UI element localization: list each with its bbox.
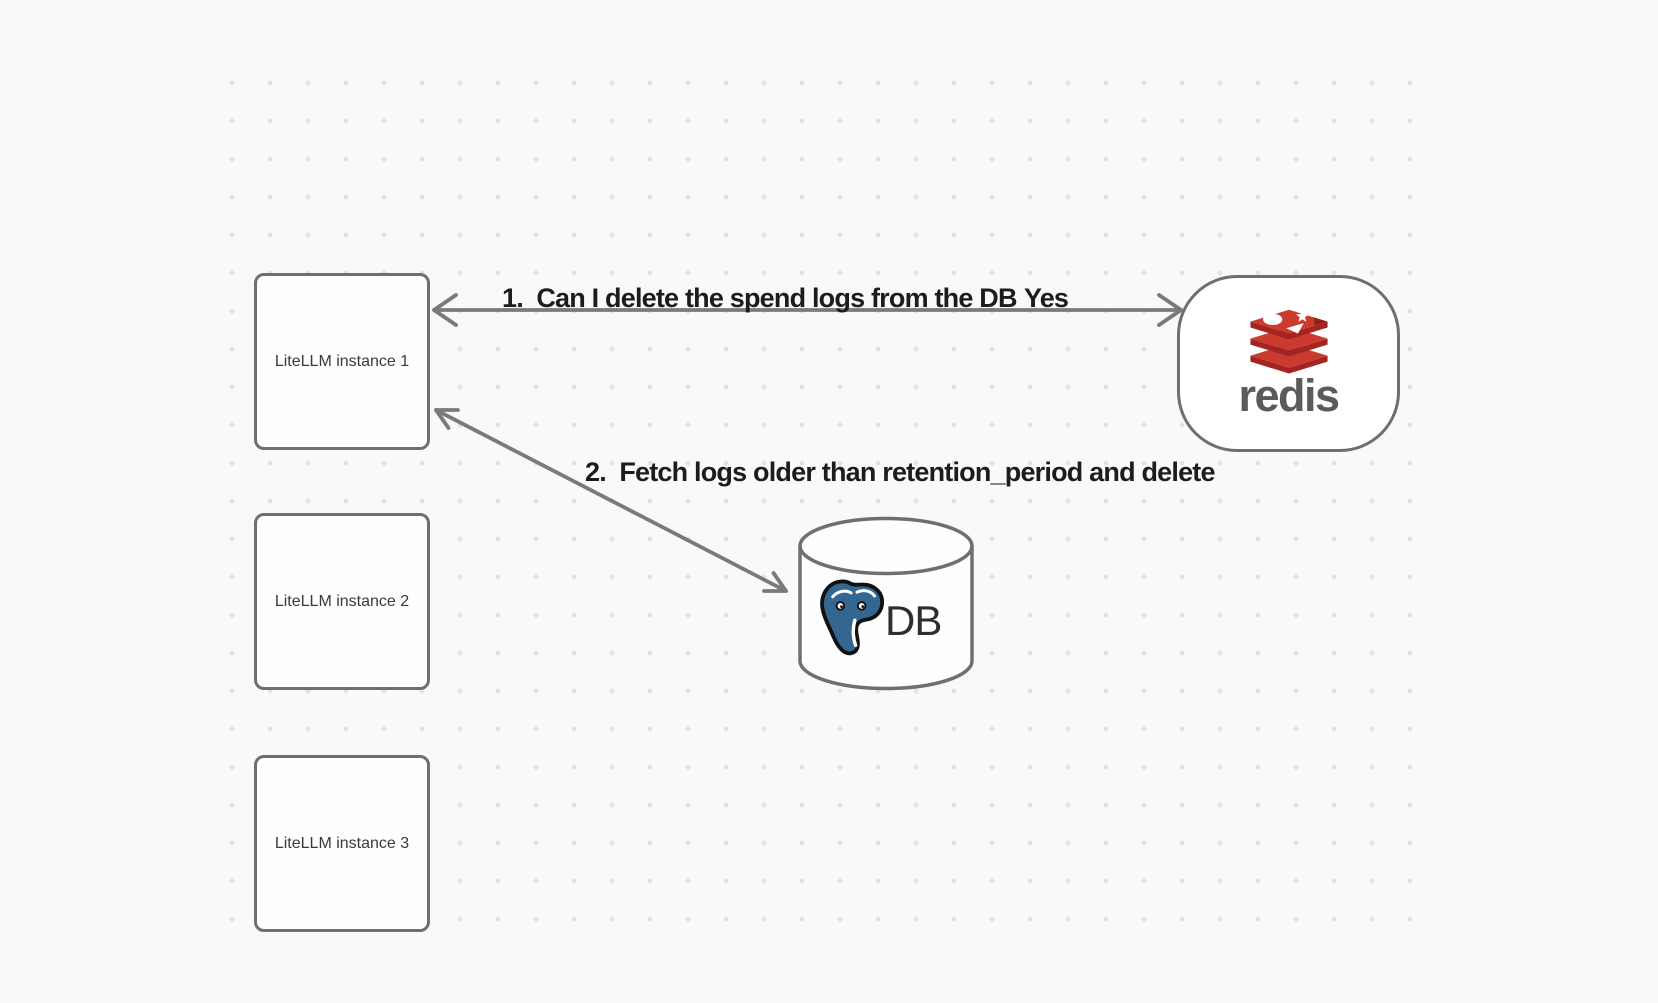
edge-1-label: 1. Can I delete the spend logs from the … (502, 283, 1017, 313)
node-litellm-instance-3[interactable]: LiteLLM instance 3 (254, 755, 430, 932)
redis-wordmark: redis (1238, 370, 1340, 421)
postgresql-logo-icon (820, 579, 885, 656)
db-label: DB (885, 597, 942, 644)
node-label: LiteLLM instance 3 (274, 834, 410, 852)
redis-logo-icon (1249, 309, 1328, 374)
node-label: LiteLLM instance 2 (274, 592, 410, 610)
arrow-litellm-redis[interactable] (432, 293, 1183, 327)
node-litellm-instance-2[interactable]: LiteLLM instance 2 (254, 513, 430, 690)
node-database[interactable]: DB (797, 515, 975, 692)
node-litellm-instance-1[interactable]: LiteLLM instance 1 (254, 273, 430, 450)
node-redis[interactable]: redis (1177, 275, 1400, 452)
node-label: LiteLLM instance 1 (274, 352, 410, 370)
edge-2-label: 2. Fetch logs older than retention_perio… (585, 457, 1216, 487)
edge-1-response-label: Yes (1024, 283, 1069, 313)
arrow-litellm-db[interactable] (434, 408, 788, 593)
